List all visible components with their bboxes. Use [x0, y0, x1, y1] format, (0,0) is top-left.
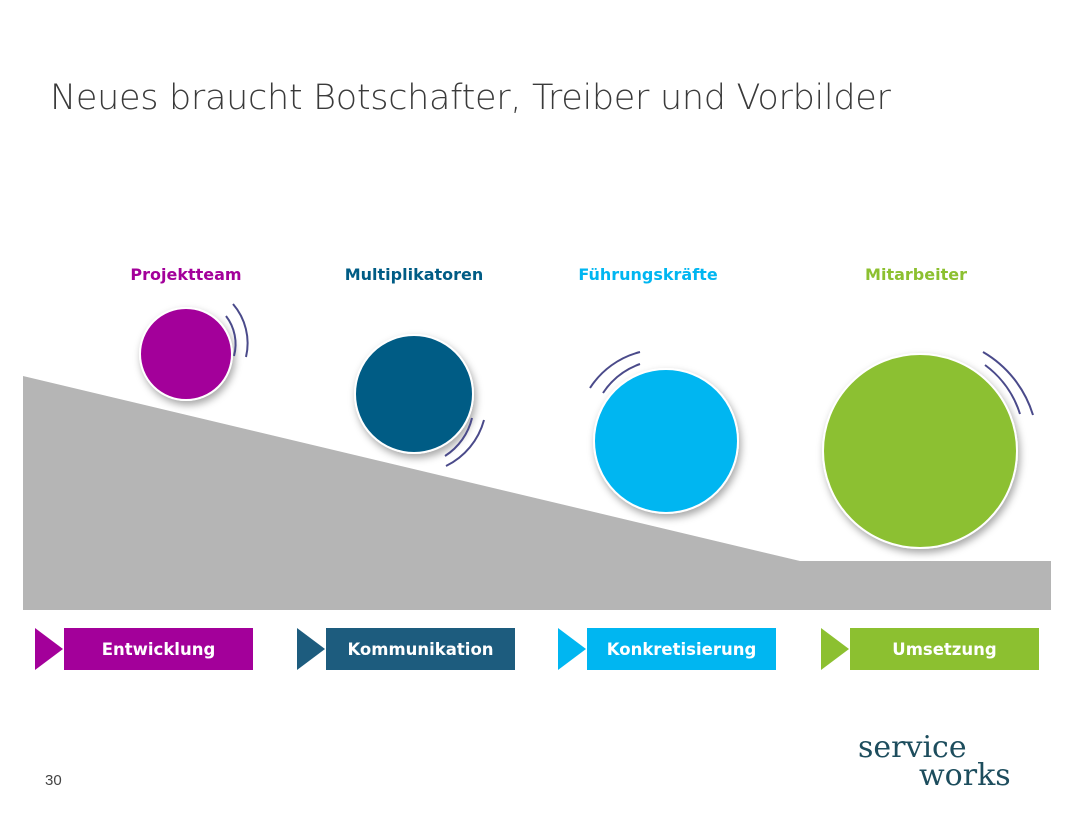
role-label-projektteam: Projektteam: [130, 265, 242, 284]
page-number: 30: [45, 772, 62, 789]
motion-lines-icon: [225, 303, 249, 358]
slope-ground: [23, 376, 1051, 610]
play-arrow-icon: [821, 628, 849, 670]
role-label-fuehrungskraefte: Führungskräfte: [578, 265, 718, 284]
motion-lines-icon: [589, 351, 641, 394]
phase-label-umsetzung: Umsetzung: [850, 628, 1039, 670]
logo-line-works: works: [919, 758, 1011, 793]
ball-fuehrungskraefte: [593, 368, 739, 514]
ball-mitarbeiter: [822, 353, 1018, 549]
play-arrow-icon: [558, 628, 586, 670]
logo-line-service: service: [858, 730, 967, 765]
role-label-mitarbeiter: Mitarbeiter: [865, 265, 967, 284]
phase-label-konkretisierung: Konkretisierung: [587, 628, 776, 670]
slide-title: Neues braucht Botschafter, Treiber und V…: [50, 78, 891, 118]
ball-projektteam: [139, 307, 233, 401]
phase-label-kommunikation: Kommunikation: [326, 628, 515, 670]
play-arrow-icon: [35, 628, 63, 670]
servicegroup-logo: service works: [850, 730, 1030, 793]
motion-lines-icon: [444, 417, 485, 467]
ball-multiplikatoren: [354, 334, 474, 454]
role-label-multiplikatoren: Multiplikatoren: [344, 265, 484, 284]
phase-label-entwicklung: Entwicklung: [64, 628, 253, 670]
play-arrow-icon: [297, 628, 325, 670]
motion-lines-icon: [982, 351, 1034, 416]
